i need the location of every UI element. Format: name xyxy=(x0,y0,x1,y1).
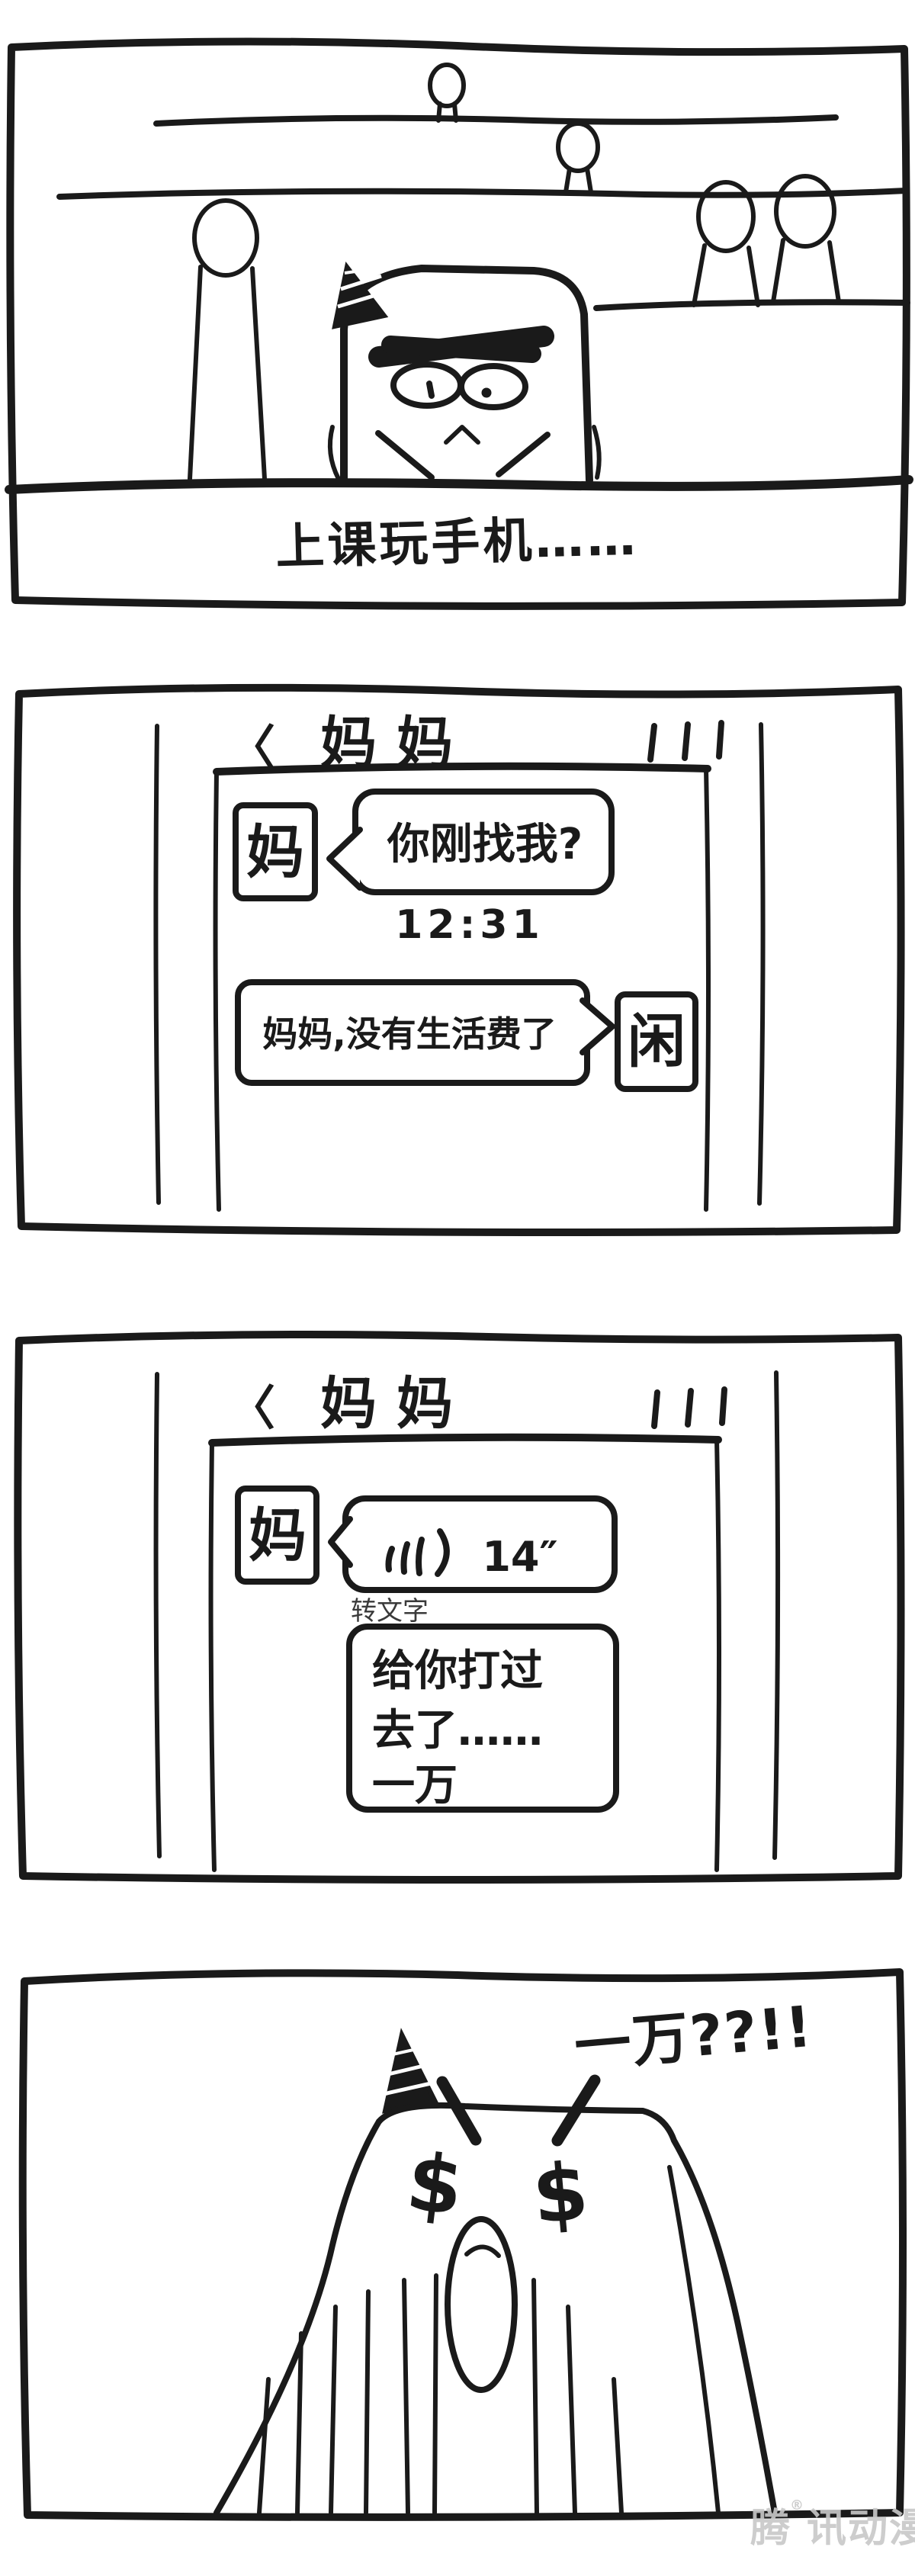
student-middle xyxy=(556,121,600,194)
desk-row-right xyxy=(593,299,910,311)
watermark-char: 腾 xyxy=(750,2506,792,2552)
registered-mark: ® xyxy=(790,2497,806,2513)
dollar-eye-left: $ xyxy=(402,2134,468,2234)
phone-edge-right xyxy=(772,1370,781,1860)
voice-bubble xyxy=(342,1495,618,1593)
head-inner-right xyxy=(667,2165,721,2515)
panel-border xyxy=(14,1331,905,1884)
watermark-rest: 讯动漫 xyxy=(807,2506,915,2552)
dollar-eye-right: $ xyxy=(528,2144,592,2242)
head-outline-top-right xyxy=(376,2102,778,2516)
avatar-mom-label: 妈 xyxy=(249,1502,307,1569)
desk-front xyxy=(5,475,913,494)
voice-duration: 14″ xyxy=(482,1533,557,1581)
phone-edge-left xyxy=(153,724,161,1205)
shoulder-left xyxy=(327,425,341,481)
chat-screen-frame xyxy=(208,1433,722,1872)
shocked-character: $ $ xyxy=(214,2028,778,2516)
avatar-self xyxy=(615,991,698,1092)
panel-4-shock: 一万??!! $ $ xyxy=(18,1968,907,2521)
head-outline-left xyxy=(214,2118,382,2516)
back-icon: 〈 xyxy=(228,1380,275,1436)
shock-shading-lines xyxy=(257,2273,624,2515)
timestamp: 12:31 xyxy=(395,902,544,948)
nose xyxy=(444,425,480,445)
avatar-mom xyxy=(233,802,318,901)
panel-2-chat: 〈 妈妈 妈 你刚找我? 12:31 妈妈,没有生活费了 闲 xyxy=(13,683,905,1237)
panel-1-classroom: 上课玩手机…… xyxy=(5,37,913,610)
menu-icon xyxy=(651,1386,727,1429)
chat-header: 〈 妈妈 xyxy=(228,1371,727,1437)
eyes xyxy=(390,361,528,410)
avatar-mom-label: 妈 xyxy=(246,818,304,886)
avatar-self-label: 闲 xyxy=(628,1007,685,1075)
bubble-line-3: 一万 xyxy=(372,1761,458,1810)
student-back xyxy=(428,63,466,123)
chat-title: 妈妈 xyxy=(320,1371,473,1437)
shoulder-right xyxy=(592,425,602,480)
incoming-text: 你刚找我? xyxy=(387,820,583,869)
text-bubble xyxy=(346,1624,619,1813)
panel-border xyxy=(18,1968,907,2521)
panel-border xyxy=(13,683,905,1237)
mouth xyxy=(445,2216,518,2393)
mouth-inner-arc xyxy=(464,2244,501,2258)
bubble-tail xyxy=(326,827,363,891)
outgoing-text: 妈妈,没有生活费了 xyxy=(262,1013,556,1055)
incoming-message: 妈 你刚找我? xyxy=(233,789,615,901)
arm-left xyxy=(375,430,435,480)
outgoing-message: 妈妈,没有生活费了 闲 xyxy=(235,979,698,1092)
bubble-tail xyxy=(328,1516,353,1568)
panel-border xyxy=(6,37,910,610)
exclamation-text: 一万??!! xyxy=(572,1994,816,2080)
watermark: 腾®讯动漫 xyxy=(750,2497,915,2552)
bubble-tail xyxy=(580,997,615,1055)
chat-screen-frame xyxy=(213,762,711,1212)
bubble-line-2: 去了…… xyxy=(372,1706,543,1755)
shock-flick-left xyxy=(436,2076,482,2146)
phone-edge-right xyxy=(757,722,766,1206)
students-right xyxy=(692,174,841,307)
main-character xyxy=(327,261,602,484)
horn-icon xyxy=(332,261,389,329)
desk-row-back xyxy=(153,114,839,127)
horn-icon xyxy=(382,2028,439,2114)
phone-edge-left xyxy=(153,1372,162,1858)
voice-message: 妈 14″ xyxy=(235,1486,618,1593)
desk-row-middle xyxy=(56,188,909,200)
menu-icon xyxy=(647,720,724,763)
sunglasses-band xyxy=(368,326,554,368)
panel-3-chat: 〈 妈妈 妈 14″ 转文字 xyxy=(14,1331,905,1884)
bubble-line-1: 给你打过 xyxy=(372,1646,543,1696)
panel1-caption: 上课玩手机…… xyxy=(275,510,640,576)
voice-waveform-icon xyxy=(385,1528,450,1577)
transcribed-message: 给你打过 去了…… 一万 xyxy=(346,1624,619,1813)
avatar-mom xyxy=(235,1486,319,1585)
student-left xyxy=(188,198,267,481)
transcribe-label: 转文字 xyxy=(351,1596,429,1627)
arm-right xyxy=(496,432,551,477)
